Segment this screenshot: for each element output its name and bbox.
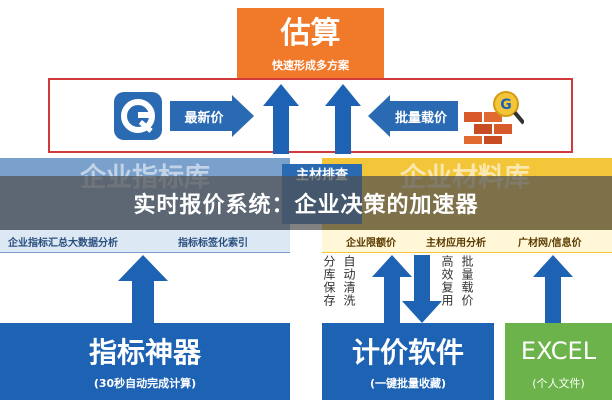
material-feature-item: 主材应用分析 [426,238,486,249]
vertical-label: 自动清洗 [342,255,356,307]
up-arrow-icon [372,255,412,323]
material-feature-item: 企业限额价 [346,238,396,249]
index-feature-item: 企业指标汇总大数据分析 [8,238,118,249]
headline-text: 实时报价系统：企业决策的加速器 [133,193,479,218]
vertical-label: 高效复用 [440,255,454,307]
up-arrow-icon [325,84,361,154]
vertical-label: 分库保存 [322,255,336,307]
headline-banner [0,176,612,230]
estimate-title: 估算 [280,16,341,51]
excel-title: EXCEL [520,337,597,365]
index-feature-item: 指标标签化索引 [178,238,248,249]
latest-price-arrow [170,95,254,137]
glodon-logo-icon [114,92,162,140]
pricing-software-box [322,323,494,400]
index-features-strip [0,230,290,252]
up-arrow-icon [118,255,168,323]
batch-price-arrow [368,95,458,137]
material-features-strip [322,230,612,252]
index-tool-box [0,323,290,400]
bricks-icon: G [464,91,524,144]
estimate-subtitle: 快速形成多方案 [272,59,349,72]
estimate-box [237,8,384,78]
up-arrow-icon [263,84,299,154]
pricing-software-subtitle: (一键批量收藏) [369,377,447,390]
svg-text:G: G [500,97,512,113]
excel-subtitle: (个人文件) [532,377,585,390]
excel-box [505,323,612,400]
latest-price-label: 最新价 [184,110,224,126]
index-tool-title: 指标神器 [88,336,201,369]
up-arrow-icon [533,255,573,323]
material-feature-item: 广材网/信息价 [518,238,582,249]
down-arrow-icon [402,255,442,323]
batch-price-label: 批量载价 [394,110,447,126]
vertical-label: 批量载价 [460,255,474,307]
index-tool-subtitle: (30秒自动完成计算) [93,377,197,390]
pricing-software-title: 计价软件 [351,336,464,369]
